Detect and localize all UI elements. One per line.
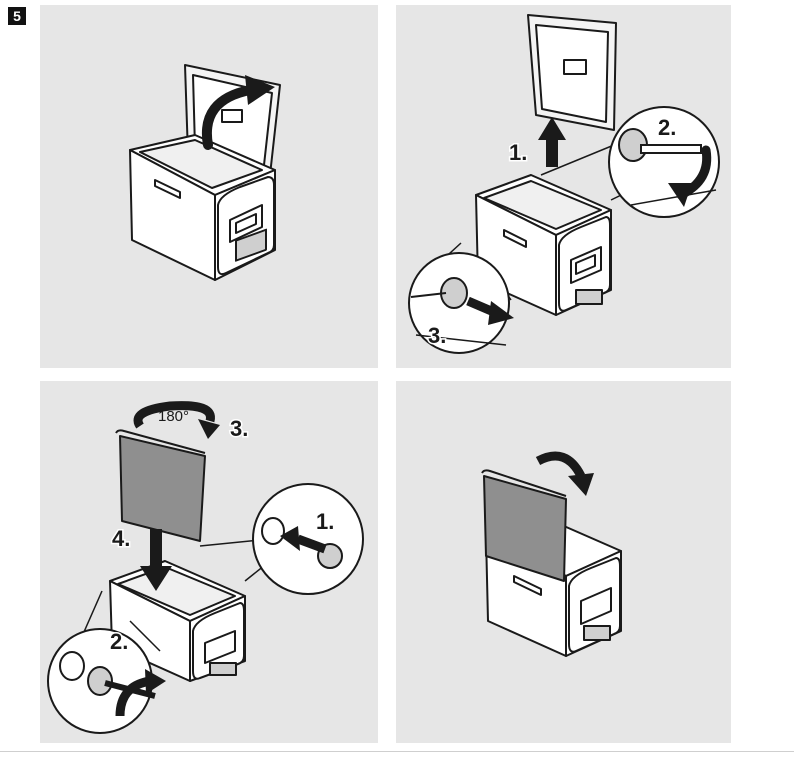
step-label-1: 1. — [316, 509, 334, 534]
panel-reinstall-lid: 180° 3. 4. 1. — [40, 381, 378, 743]
step-label-3: 3. — [230, 416, 248, 441]
page-bottom-rule — [0, 751, 794, 752]
step-label-2: 2. — [658, 115, 676, 140]
curved-arrow-icon — [538, 456, 581, 476]
straight-arrow-icon — [538, 117, 566, 167]
panel-close-lid — [396, 381, 731, 743]
panel-open-lid — [40, 5, 378, 368]
panel-remove-lid: 1. 2. 3. — [396, 5, 731, 368]
rotation-label: 180° — [158, 408, 189, 425]
step-label-4: 4. — [112, 526, 130, 551]
step-label-2: 2. — [110, 629, 128, 654]
magnifier-circle-icon — [409, 253, 509, 353]
step-label-3: 3. — [428, 323, 446, 348]
step-number-badge: 5 — [8, 7, 26, 25]
step-label-1: 1. — [509, 140, 527, 165]
